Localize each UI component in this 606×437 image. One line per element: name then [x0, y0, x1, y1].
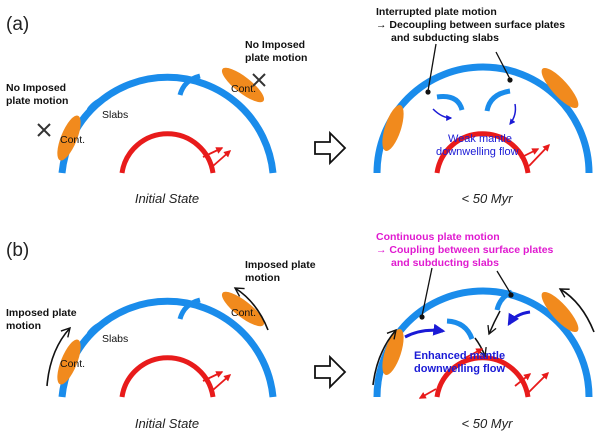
core-arc — [119, 355, 216, 398]
core-flow-arrow — [464, 348, 484, 359]
cont-right-label: Cont. — [231, 307, 256, 319]
enhanced-downwelling-arrow — [404, 323, 446, 339]
imposed-motion-arrow-left — [46, 326, 71, 387]
slab-right — [484, 88, 511, 112]
panel-a-result-diagram: Interrupted plate motion → Decoupling be… — [373, 6, 593, 206]
core-flow-arrow — [519, 148, 540, 159]
flow-note-line1: Enhanced mantle — [414, 350, 505, 362]
cont-right-label: Cont. — [231, 83, 256, 95]
slab-top — [177, 297, 201, 320]
core-flow-arrow — [528, 143, 550, 167]
panel-a-letter: (a) — [6, 14, 29, 35]
continent-left — [57, 339, 81, 385]
flow-note-line2: downwelling flow — [436, 146, 519, 158]
left-note-line1: Imposed plate — [6, 307, 77, 319]
slabs-label: Slabs — [102, 109, 128, 121]
continent-right — [221, 291, 265, 327]
panel-b-letter: (b) — [6, 240, 29, 261]
continent-left — [57, 115, 81, 161]
pointer-line — [421, 267, 433, 317]
imposed-motion-arrow-left — [372, 328, 397, 386]
core-flow-arrow — [202, 147, 224, 158]
panel-a: (a) Cont. Cont. Slabs No Imposed plate — [6, 6, 593, 206]
panel-b-initial-diagram: Cont. Cont. Slabs Imposed plate motion I… — [6, 259, 316, 431]
left-note-line2: plate motion — [6, 95, 68, 107]
slab-left — [436, 94, 465, 111]
pointer-dot — [419, 314, 425, 320]
cross-mark-left — [37, 123, 51, 137]
core-flow-arrow — [202, 371, 224, 382]
headline-line2: → Decoupling between surface plates — [376, 19, 565, 31]
flow-note-line2: downwelling flow — [414, 363, 505, 375]
core-flow-arrow — [212, 150, 232, 167]
slab-left — [86, 319, 108, 336]
imposed-motion-arrow-right — [233, 287, 269, 331]
panel-b: (b) Cont. Cont. Slabs Imposed plate moti… — [6, 231, 595, 431]
right-note-line2: motion — [245, 272, 280, 284]
pointer-dot — [507, 77, 513, 83]
pointer-line — [495, 51, 511, 80]
headline-line2: → Coupling between surface plates — [376, 244, 554, 256]
panel-a-initial-diagram: Cont. Cont. Slabs No Imposed plate motio… — [6, 39, 307, 206]
continent-left — [382, 105, 404, 151]
enhanced-downwelling-arrow — [507, 310, 531, 327]
cont-left-label: Cont. — [60, 358, 85, 370]
pointer-line — [427, 43, 437, 92]
pointer-dot — [508, 292, 514, 298]
slab-sinking-arrow — [474, 337, 487, 358]
core-flow-arrow — [528, 371, 550, 393]
pointer-line — [496, 270, 512, 295]
headline-line3: and subducting slabs — [391, 257, 499, 269]
core-arc — [119, 131, 216, 174]
cont-left-label: Cont. — [60, 134, 85, 146]
slab-top — [177, 73, 201, 96]
result-caption: < 50 Myr — [462, 416, 514, 431]
result-caption: < 50 Myr — [462, 191, 514, 206]
left-note-line2: motion — [6, 320, 41, 332]
right-note-line1: Imposed plate — [245, 259, 316, 271]
right-note-line2: plate motion — [245, 52, 307, 64]
headline-line1: Continuous plate motion — [376, 231, 500, 243]
continent-right — [221, 67, 265, 103]
core-arc — [434, 131, 531, 174]
weak-downwelling-arrow — [432, 108, 453, 121]
left-note-line1: No Imposed — [6, 82, 66, 94]
cross-mark-right — [252, 73, 266, 87]
slab-sinking-arrow — [487, 310, 501, 336]
slab-left — [446, 318, 475, 340]
continent-right — [541, 67, 579, 109]
initial-state-caption: Initial State — [135, 416, 199, 431]
continent-left — [382, 329, 404, 375]
right-note-line1: No Imposed — [245, 39, 305, 51]
headline-line3: and subducting slabs — [391, 32, 499, 44]
core-flow-arrow — [418, 388, 437, 399]
imposed-motion-arrow-right — [558, 288, 595, 333]
initial-state-caption: Initial State — [135, 191, 199, 206]
pointer-dot — [425, 89, 431, 95]
transition-arrow — [314, 354, 347, 390]
headline-line1: Interrupted plate motion — [376, 6, 497, 18]
slab-left — [86, 95, 108, 112]
continent-right — [541, 291, 579, 333]
weak-downwelling-arrow — [509, 103, 517, 125]
panel-b-result-diagram: Continuous plate motion → Coupling betwe… — [372, 231, 595, 431]
transition-arrow — [314, 130, 347, 166]
core-flow-arrow — [514, 373, 532, 387]
core-flow-arrow — [212, 374, 232, 391]
flow-note-line1: Weak mantle — [448, 133, 512, 145]
slabs-label: Slabs — [102, 333, 128, 345]
